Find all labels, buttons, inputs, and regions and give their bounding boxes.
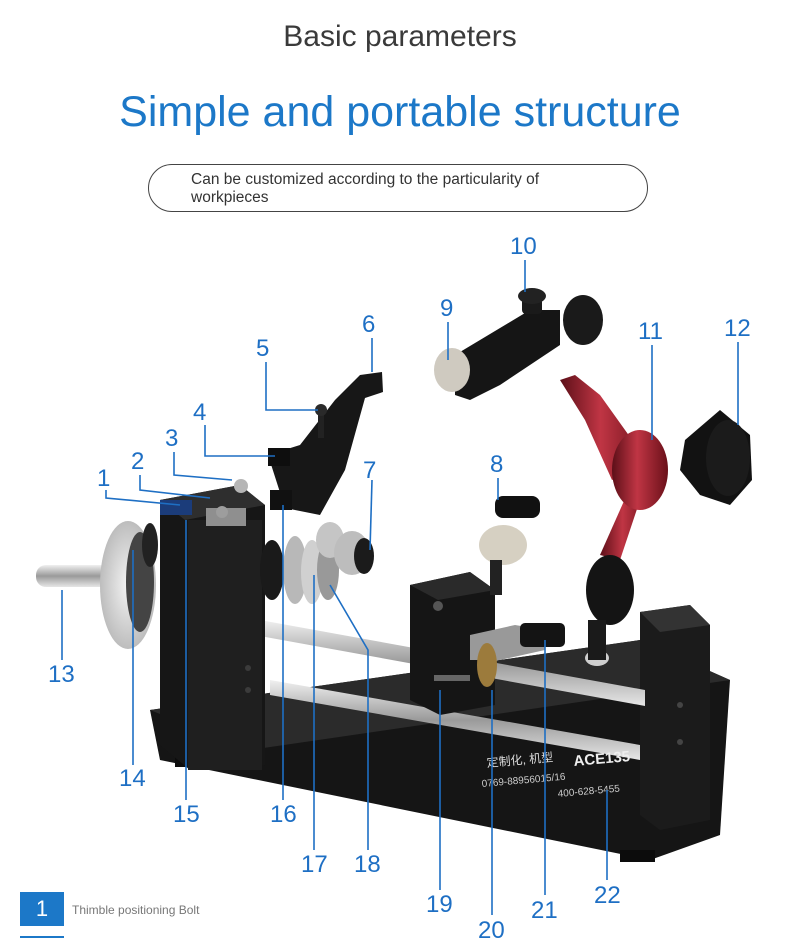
callout-21: 21 <box>531 897 558 924</box>
legend-underline <box>20 936 64 938</box>
magnetic-arm <box>560 295 752 666</box>
label-line3: 400-628-5455 <box>557 784 620 800</box>
section-subtitle: Basic parameters <box>283 20 517 53</box>
callout-15: 15 <box>173 801 200 828</box>
leader-3 <box>173 452 233 481</box>
callout-5: 5 <box>256 335 269 362</box>
leader-lines <box>61 260 739 915</box>
legend-number-badge: 1 <box>20 892 64 926</box>
label-model: ACE135 <box>573 748 631 770</box>
lever-arm <box>268 372 383 515</box>
callout-22: 22 <box>594 882 621 909</box>
page-headline: Simple and portable structure <box>119 88 681 136</box>
end-block <box>640 605 710 830</box>
carriage <box>410 572 565 715</box>
callout-10: 10 <box>510 233 537 260</box>
roller-stack <box>260 522 374 604</box>
customization-note: Can be customized according to the parti… <box>148 164 648 212</box>
leader-1 <box>105 490 181 506</box>
callout-6: 6 <box>362 311 375 338</box>
callout-13: 13 <box>48 661 75 688</box>
callout-17: 17 <box>301 851 328 878</box>
callout-14: 14 <box>119 765 146 792</box>
callout-1: 1 <box>97 465 110 492</box>
callout-11: 11 <box>638 318 663 345</box>
indicator-clamp <box>479 496 540 595</box>
callout-3: 3 <box>165 425 178 452</box>
callout-19: 19 <box>426 891 453 918</box>
dial-holder <box>434 288 560 400</box>
callout-2: 2 <box>131 448 144 475</box>
callout-numbers: 1 2 3 4 5 6 7 8 9 10 11 12 13 14 15 16 1… <box>48 233 751 940</box>
leader-18 <box>329 584 369 850</box>
label-line1: 定制化, 机型 <box>486 749 554 770</box>
callout-16: 16 <box>270 801 297 828</box>
callout-8: 8 <box>490 451 503 478</box>
callout-9: 9 <box>440 295 453 322</box>
callout-18: 18 <box>354 851 381 878</box>
callout-12: 12 <box>724 315 751 342</box>
callout-20: 20 <box>478 917 505 940</box>
legend-description: Thimble positioning Bolt <box>72 903 200 917</box>
callout-4: 4 <box>193 399 206 426</box>
leader-7 <box>369 479 373 551</box>
leader-5 <box>265 362 318 411</box>
headstock <box>160 479 265 770</box>
leader-2 <box>139 475 211 499</box>
leader-4 <box>204 425 275 457</box>
handwheel <box>36 521 158 649</box>
callout-7: 7 <box>363 457 376 484</box>
